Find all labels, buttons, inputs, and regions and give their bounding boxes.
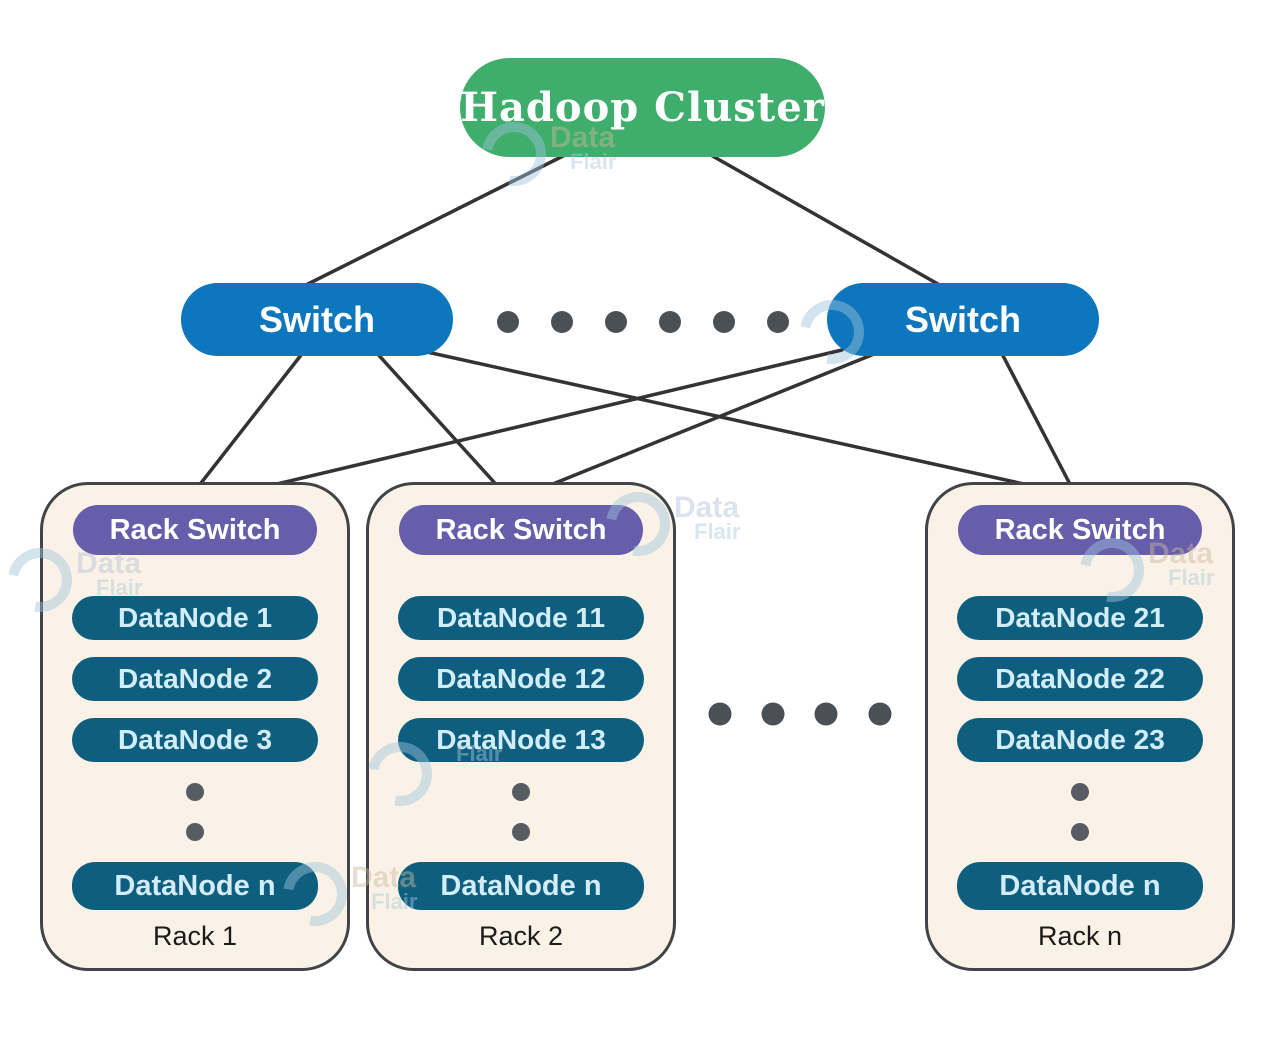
datanode-pill: DataNode 2 <box>72 657 318 701</box>
datanode-pill: DataNode 3 <box>72 718 318 762</box>
switch-node-left: Switch <box>181 283 453 356</box>
vertical-ellipsis-dot <box>186 783 204 801</box>
datanode-pill: DataNode 1 <box>72 596 318 640</box>
rack-switch-pill: Rack Switch <box>958 505 1202 555</box>
datanode-pill: DataNode n <box>398 862 644 910</box>
rack-label: Rack n <box>1037 921 1123 951</box>
hadoop-cluster-node: Hadoop Cluster <box>460 58 825 157</box>
datanode-pill: DataNode 12 <box>398 657 644 701</box>
rack-ellipsis-dots <box>708 702 892 726</box>
edge-switch-right-to-rackn <box>998 348 1074 490</box>
rack-2-container: Rack Switch DataNode 11 DataNode 12 Data… <box>366 482 676 971</box>
edge-switch-left-to-rackn <box>416 348 1044 490</box>
vertical-ellipsis-dot <box>186 823 204 841</box>
datanode-pill: DataNode 21 <box>957 596 1203 640</box>
edge-switch-left-to-rack2 <box>372 348 505 494</box>
edge-switch-left-to-rack1 <box>192 348 307 494</box>
edge-switch-right-to-rack1 <box>241 348 844 494</box>
datanode-pill: DataNode 22 <box>957 657 1203 701</box>
rack-switch-pill: Rack Switch <box>399 505 643 555</box>
datanode-pill: DataNode 13 <box>398 718 644 762</box>
rack-label: Rack 1 <box>152 921 238 951</box>
edge-cluster-to-switch-right <box>700 148 954 294</box>
datanode-pill: DataNode 23 <box>957 718 1203 762</box>
datanode-pill: DataNode 11 <box>398 596 644 640</box>
rack-switch-pill: Rack Switch <box>73 505 317 555</box>
vertical-ellipsis-dot <box>1071 823 1089 841</box>
rack-1-container: Rack Switch DataNode 1 DataNode 2 DataNo… <box>40 482 350 971</box>
vertical-ellipsis-dot <box>512 783 530 801</box>
vertical-ellipsis-dot <box>1071 783 1089 801</box>
datanode-pill: DataNode n <box>957 862 1203 910</box>
rack-n-container: Rack Switch DataNode 21 DataNode 22 Data… <box>925 482 1235 971</box>
edge-switch-right-to-rack2 <box>531 348 886 494</box>
rack-label: Rack 2 <box>478 921 564 951</box>
vertical-ellipsis-dot <box>512 823 530 841</box>
switch-node-right: Switch <box>827 283 1099 356</box>
edge-cluster-to-switch-left <box>290 148 577 294</box>
datanode-pill: DataNode n <box>72 862 318 910</box>
switch-ellipsis-dots <box>497 311 789 333</box>
